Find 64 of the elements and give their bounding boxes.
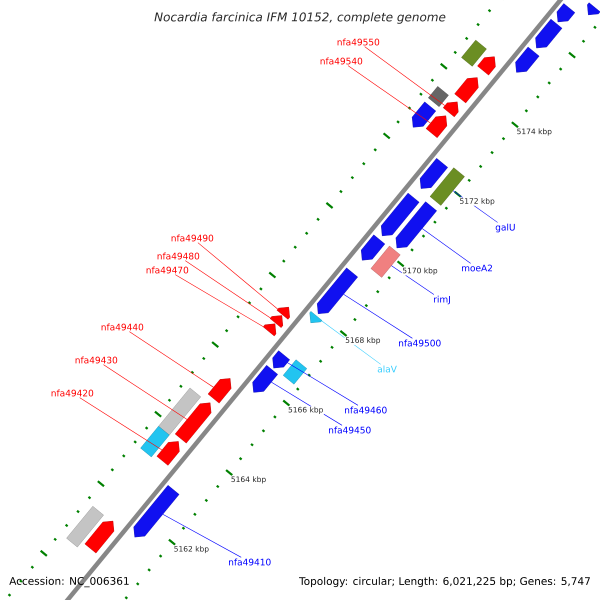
gene-block [515,46,540,73]
gene-block [174,402,212,444]
gene-block [454,77,479,104]
gene-box [140,426,170,458]
gene-block [252,365,278,393]
gene-block [156,441,180,466]
gene-box [428,86,449,107]
accession-text: Accession: NC_006361 [9,576,129,588]
gene-block [272,350,290,368]
gene-block [420,158,448,189]
gene-block [587,2,600,16]
gene-label: nfa49500 [399,340,441,346]
gene-label: nfa49410 [229,558,271,566]
gene-block [396,201,437,248]
title: Nocardia farcinica IFM 10152, complete genome [154,12,446,24]
gene-block [477,56,496,76]
gene-block [426,116,448,138]
gene-label: rimJ [434,296,450,304]
gene-block [276,306,290,320]
leader-line [198,242,278,310]
leader-line [162,514,242,558]
gene-label: nfa49450 [329,426,371,434]
gene-block [442,102,458,118]
gene-label: nfa49490 [172,234,214,242]
gene-label: galU [496,224,515,232]
gene-box [461,40,487,67]
gene-label: nfa49430 [76,356,118,364]
leader-line [79,397,162,450]
leader-line [174,274,264,327]
leader-line [348,65,431,124]
gene-box [66,506,104,548]
gene-label: nfa49480 [158,252,200,260]
gene-block [270,315,284,328]
gene-box [370,246,400,278]
gene-block [380,192,420,236]
gene-label: nfa49460 [345,406,387,414]
gene-label: nfa49420 [52,390,94,396]
leader-line [287,362,358,406]
gene-block [316,268,358,314]
leader-line [343,294,413,339]
leader-line [364,46,446,106]
gene-block [535,18,562,48]
gene-block [361,234,386,260]
gene-label: alaV [378,366,397,372]
gene-block [208,378,232,404]
leader-line [184,260,271,318]
gene-label: nfa49470 [146,266,188,274]
genome-info-text: Topology: circular; Length: 6,021,225 bp; Genes: 5,747 [299,576,590,588]
gene-label: nfa49440 [102,324,144,330]
gene-box [158,388,201,436]
gene-block [84,520,114,554]
gene-label: moeA2 [462,264,492,272]
leader-line [103,364,188,420]
leader-line [391,265,434,295]
gene-block [556,3,576,22]
gene-block [134,485,180,538]
leader-line [422,228,471,264]
gene-block [310,311,322,324]
gene-label: nfa49540 [320,58,362,64]
gene-label: nfa49550 [338,38,380,46]
leader-line [129,331,214,388]
gene-block [262,324,276,336]
gene-box [282,360,308,384]
gene-block [412,102,436,128]
